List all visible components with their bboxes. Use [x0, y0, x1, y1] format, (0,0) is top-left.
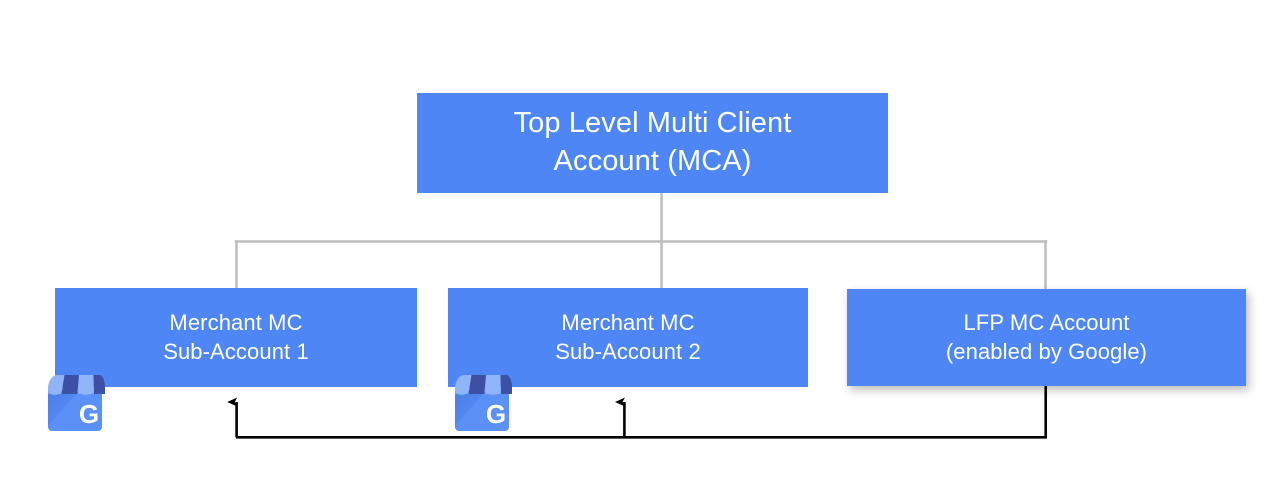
google-business-profile-storefront-icon: G	[455, 375, 512, 431]
gbp-letter-g: G	[486, 399, 506, 429]
feed-line-from-lfp	[236, 386, 1047, 439]
node-merchant-sub-account-1-label: Merchant MC Sub-Account 1	[55, 309, 417, 366]
node-merchant-sub-account-2[interactable]: Merchant MC Sub-Account 2	[448, 288, 808, 387]
node-top-level-mca[interactable]: Top Level Multi Client Account (MCA)	[417, 93, 888, 193]
node-lfp-mc-account[interactable]: LFP MC Account (enabled by Google)	[847, 289, 1246, 386]
node-top-level-mca-label: Top Level Multi Client Account (MCA)	[417, 105, 888, 180]
node-lfp-mc-account-label: LFP MC Account (enabled by Google)	[847, 309, 1246, 366]
lfp-feed-arrows	[227, 386, 1047, 439]
node-merchant-sub-account-1-line2: Sub-Account 1	[163, 338, 309, 364]
google-business-profile-storefront-icon: G	[48, 375, 105, 431]
node-merchant-sub-account-2-label: Merchant MC Sub-Account 2	[448, 309, 808, 366]
node-top-level-mca-line2: Account (MCA)	[553, 145, 752, 177]
gbp-letter-g: G	[79, 399, 99, 429]
node-top-level-mca-line1: Top Level Multi Client	[513, 107, 792, 140]
hierarchy-connectors	[234, 191, 1048, 291]
node-merchant-sub-account-1[interactable]: Merchant MC Sub-Account 1	[55, 288, 417, 387]
node-merchant-sub-account-1-line1: Merchant MC	[169, 309, 303, 335]
node-lfp-mc-account-line2: (enabled by Google)	[945, 338, 1148, 364]
node-lfp-mc-account-line1: LFP MC Account	[963, 309, 1130, 335]
node-merchant-sub-account-2-line2: Sub-Account 2	[555, 338, 701, 364]
node-merchant-sub-account-2-line1: Merchant MC	[561, 309, 695, 335]
